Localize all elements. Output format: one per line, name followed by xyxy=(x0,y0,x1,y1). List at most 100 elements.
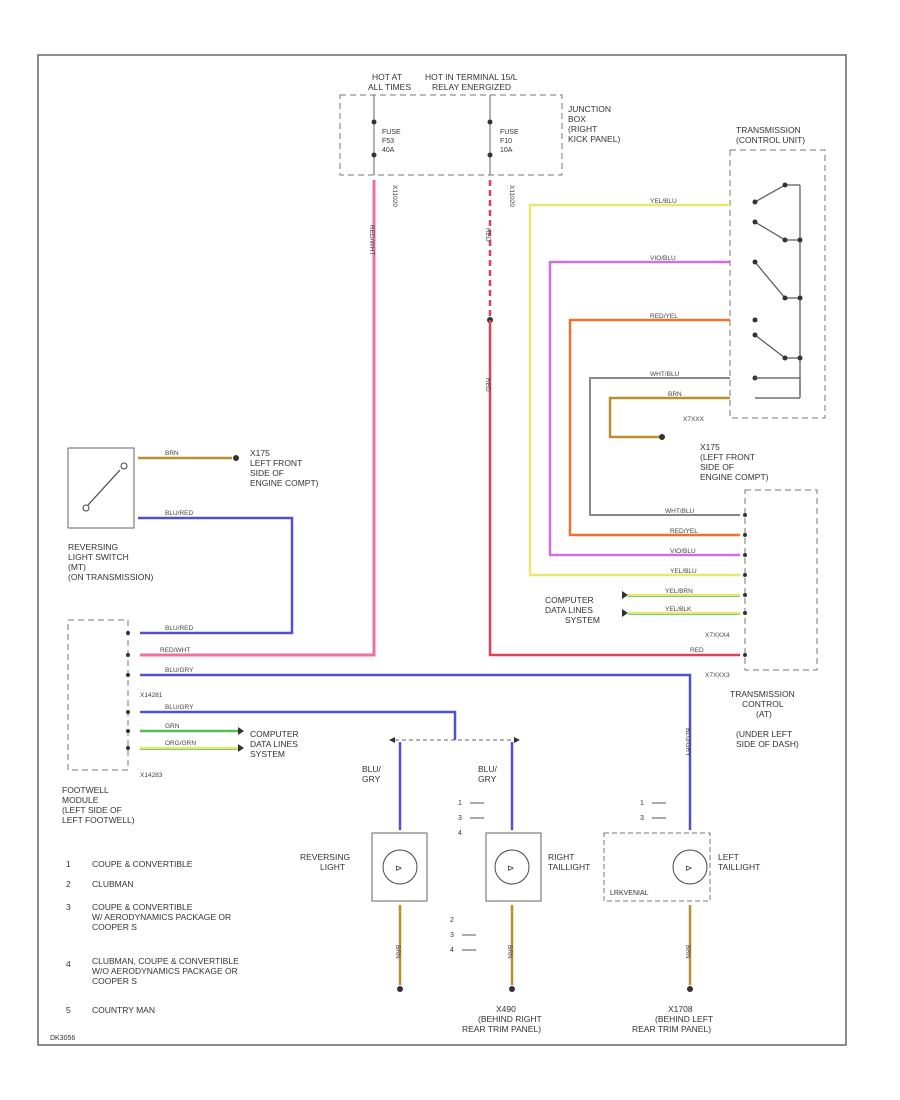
svg-text:3: 3 xyxy=(450,932,454,939)
wire-yel-blu-tag: YEL/BLU xyxy=(650,198,677,205)
reversing-switch-label-3: (MT) xyxy=(68,562,86,572)
housing-label: LRKVENIAL xyxy=(610,890,649,897)
wire-vio-blu-tag-2: VIO/BLU xyxy=(670,548,696,555)
wire-brn-ground: BRN X7XXX X175 (LEFT FRONT SIDE OF ENGIN… xyxy=(608,391,769,482)
wire-red-tag-2: RED xyxy=(484,378,491,392)
wire-yel-blu: YEL/BLU YEL/BLU xyxy=(528,198,740,577)
wire-red: RED RED RED xyxy=(484,180,740,657)
x175-left-label-3: SIDE OF xyxy=(250,468,284,478)
legend-num-3: 3 xyxy=(66,902,71,912)
fuse-left-label-1: FUSE xyxy=(382,129,401,136)
tcm-label-5: SIDE OF DASH) xyxy=(736,739,799,749)
wire-brn-switch: BRN X175 LEFT FRONT SIDE OF ENGINE COMPT… xyxy=(138,448,319,488)
junction-box-label-1: JUNCTION xyxy=(568,104,611,114)
tcm-data-lines-label-2: DATA LINES xyxy=(545,605,593,615)
junction-box-label-4: KICK PANEL) xyxy=(568,134,620,144)
x175-right-label-3: SIDE OF xyxy=(700,462,734,472)
x490-label-1: X490 xyxy=(496,1004,516,1014)
reversing-light-label-1: REVERSING xyxy=(300,852,350,862)
footwell-data-lines-label-1: COMPUTER xyxy=(250,729,299,739)
wire-red-wht-tag: RED/WHT xyxy=(368,225,375,255)
legend-num-1: 1 xyxy=(66,859,71,869)
fuse-right-label-3: 10A xyxy=(500,147,513,154)
x175-right-label-2: (LEFT FRONT xyxy=(700,452,755,462)
footwell-label-3: (LEFT SIDE OF xyxy=(62,805,122,815)
bulb-icon: ⊳ xyxy=(395,863,403,873)
right-taillight-label-1: RIGHT xyxy=(548,852,574,862)
legend-text-3a: COUPE & CONVERTIBLE xyxy=(92,902,193,912)
legend-text-4a: CLUBMAN, COUPE & CONVERTIBLE xyxy=(92,956,239,966)
bulb-icon: ⊳ xyxy=(507,863,515,873)
legend-text-3b: W/ AERODYNAMICS PACKAGE OR xyxy=(92,912,231,922)
wire-blu-gry-main: BLU/GRY BLU/GRY xyxy=(140,667,692,830)
tcm-data-lines: YEL/BRN YEL/BLK COMPUTER DATA LINES SYST… xyxy=(545,588,740,625)
svg-text:4: 4 xyxy=(450,947,454,954)
wire-wht-blu-tag: WHT/BLU xyxy=(650,371,680,378)
wire-red-wht: RED/WHT RED/WHT xyxy=(140,180,376,657)
transmission-control-module: X7XXX4 X7XXX3 TRANSMISSION CONTROL (AT) … xyxy=(705,489,818,749)
legend-text-3c: COOPER S xyxy=(92,922,137,932)
wire-blu-red: BLU/RED BLU/RED xyxy=(138,510,294,635)
transmission-switch: TRANSMISSION (CONTROL UNIT) xyxy=(729,125,826,419)
tcm-data-lines-label-1: COMPUTER xyxy=(545,595,594,605)
legend: 1 COUPE & CONVERTIBLE 2 CLUBMAN 3 COUPE … xyxy=(66,859,239,1015)
right-taillight: ⊳ RIGHT TAILLIGHT 1 3 4 xyxy=(458,800,590,902)
wire-brn-lamp-3: BRN xyxy=(684,945,691,959)
tcm-data-lines-label-3: SYSTEM xyxy=(565,615,600,625)
feed-left-label-1: BLU/ xyxy=(362,764,382,774)
wire-yel-blk-tag: YEL/BLK xyxy=(665,606,692,613)
x175-left-label-4: ENGINE COMPT) xyxy=(250,478,319,488)
footwell-data-lines-label-3: SYSTEM xyxy=(250,749,285,759)
footwell-label-1: FOOTWELL xyxy=(62,785,109,795)
x490-label-2: (BEHIND RIGHT xyxy=(478,1014,542,1024)
fuse-right-label-2: F10 xyxy=(500,138,512,145)
wire-blu-gry-tag-2: BLU/GRY xyxy=(684,728,691,757)
arrow-icon xyxy=(622,609,628,617)
x1708-label-3: REAR TRIM PANEL) xyxy=(632,1024,711,1034)
svg-text:2: 2 xyxy=(450,917,454,924)
wire-red-wht-tag-footwell: RED/WHT xyxy=(160,647,190,654)
x175-left-label-1: X175 xyxy=(250,448,270,458)
x175-left-label-2: LEFT FRONT xyxy=(250,458,302,468)
junction-conn-right: X11020 xyxy=(508,185,515,207)
wire-blu-gry-branch: BLU/GRY BLU/ GRY BLU/ GRY xyxy=(140,704,520,830)
junction-box-label-2: BOX xyxy=(568,114,586,124)
fuse-right-label-1: FUSE xyxy=(500,129,519,136)
x490-label-3: REAR TRIM PANEL) xyxy=(462,1024,541,1034)
wire-blu-gry-tag: BLU/GRY xyxy=(165,667,194,674)
fuse-left-label-3: 40A xyxy=(382,147,395,154)
wire-vio-blu-tag: VIO/BLU xyxy=(650,255,676,262)
footwell-label-4: LEFT FOOTWELL) xyxy=(62,815,135,825)
footwell-module: X14281 X14283 FOOTWELL MODULE (LEFT SIDE… xyxy=(62,619,163,825)
x1708-label-2: (BEHIND LEFT xyxy=(655,1014,713,1024)
reversing-switch-label-4: (ON TRANSMISSION) xyxy=(68,572,153,582)
wire-grn-tag: GRN xyxy=(165,723,180,730)
arrow-icon xyxy=(622,591,628,599)
lamp-ground-wires: BRN BRN BRN 2 3 4 xyxy=(394,905,693,992)
wire-yel-blu-tag-2: YEL/BLU xyxy=(670,568,697,575)
tcm-label-2: CONTROL xyxy=(742,699,784,709)
hot-at-all-times-label-1: HOT AT xyxy=(372,72,402,82)
reversing-switch-label-2: LIGHT SWITCH xyxy=(68,552,129,562)
legend-text-1: COUPE & CONVERTIBLE xyxy=(92,859,193,869)
wire-red-tag-1: RED xyxy=(484,228,491,242)
wire-brn-switch-tag: BRN xyxy=(165,450,179,457)
tcm-conn-bottom: X7XXX3 xyxy=(705,672,730,679)
footwell-data-lines: GRN ORG/GRN COMPUTER DATA LINES SYSTEM xyxy=(140,723,299,759)
x175-right-label-1: X175 xyxy=(700,442,720,452)
hot-at-all-times-label-2: ALL TIMES xyxy=(368,82,411,92)
tcm-conn-top: X7XXX4 xyxy=(705,632,730,639)
feed-left-label-2: GRY xyxy=(362,774,381,784)
wire-org-grn-tag: ORG/GRN xyxy=(165,740,196,747)
svg-text:4: 4 xyxy=(458,830,462,837)
svg-text:1: 1 xyxy=(640,800,644,807)
transmission-title-1: TRANSMISSION xyxy=(736,125,801,135)
wire-brn-tag: BRN xyxy=(668,391,682,398)
tcm-label-4: (UNDER LEFT xyxy=(736,729,792,739)
footwell-data-lines-label-2: DATA LINES xyxy=(250,739,298,749)
hot-terminal-label-1: HOT IN TERMINAL 15/L xyxy=(425,72,518,82)
tcm-label-1: TRANSMISSION xyxy=(730,689,795,699)
fuse-right-node-icon xyxy=(487,119,493,125)
wire-blu-red-tag-2: BLU/RED xyxy=(165,625,193,632)
